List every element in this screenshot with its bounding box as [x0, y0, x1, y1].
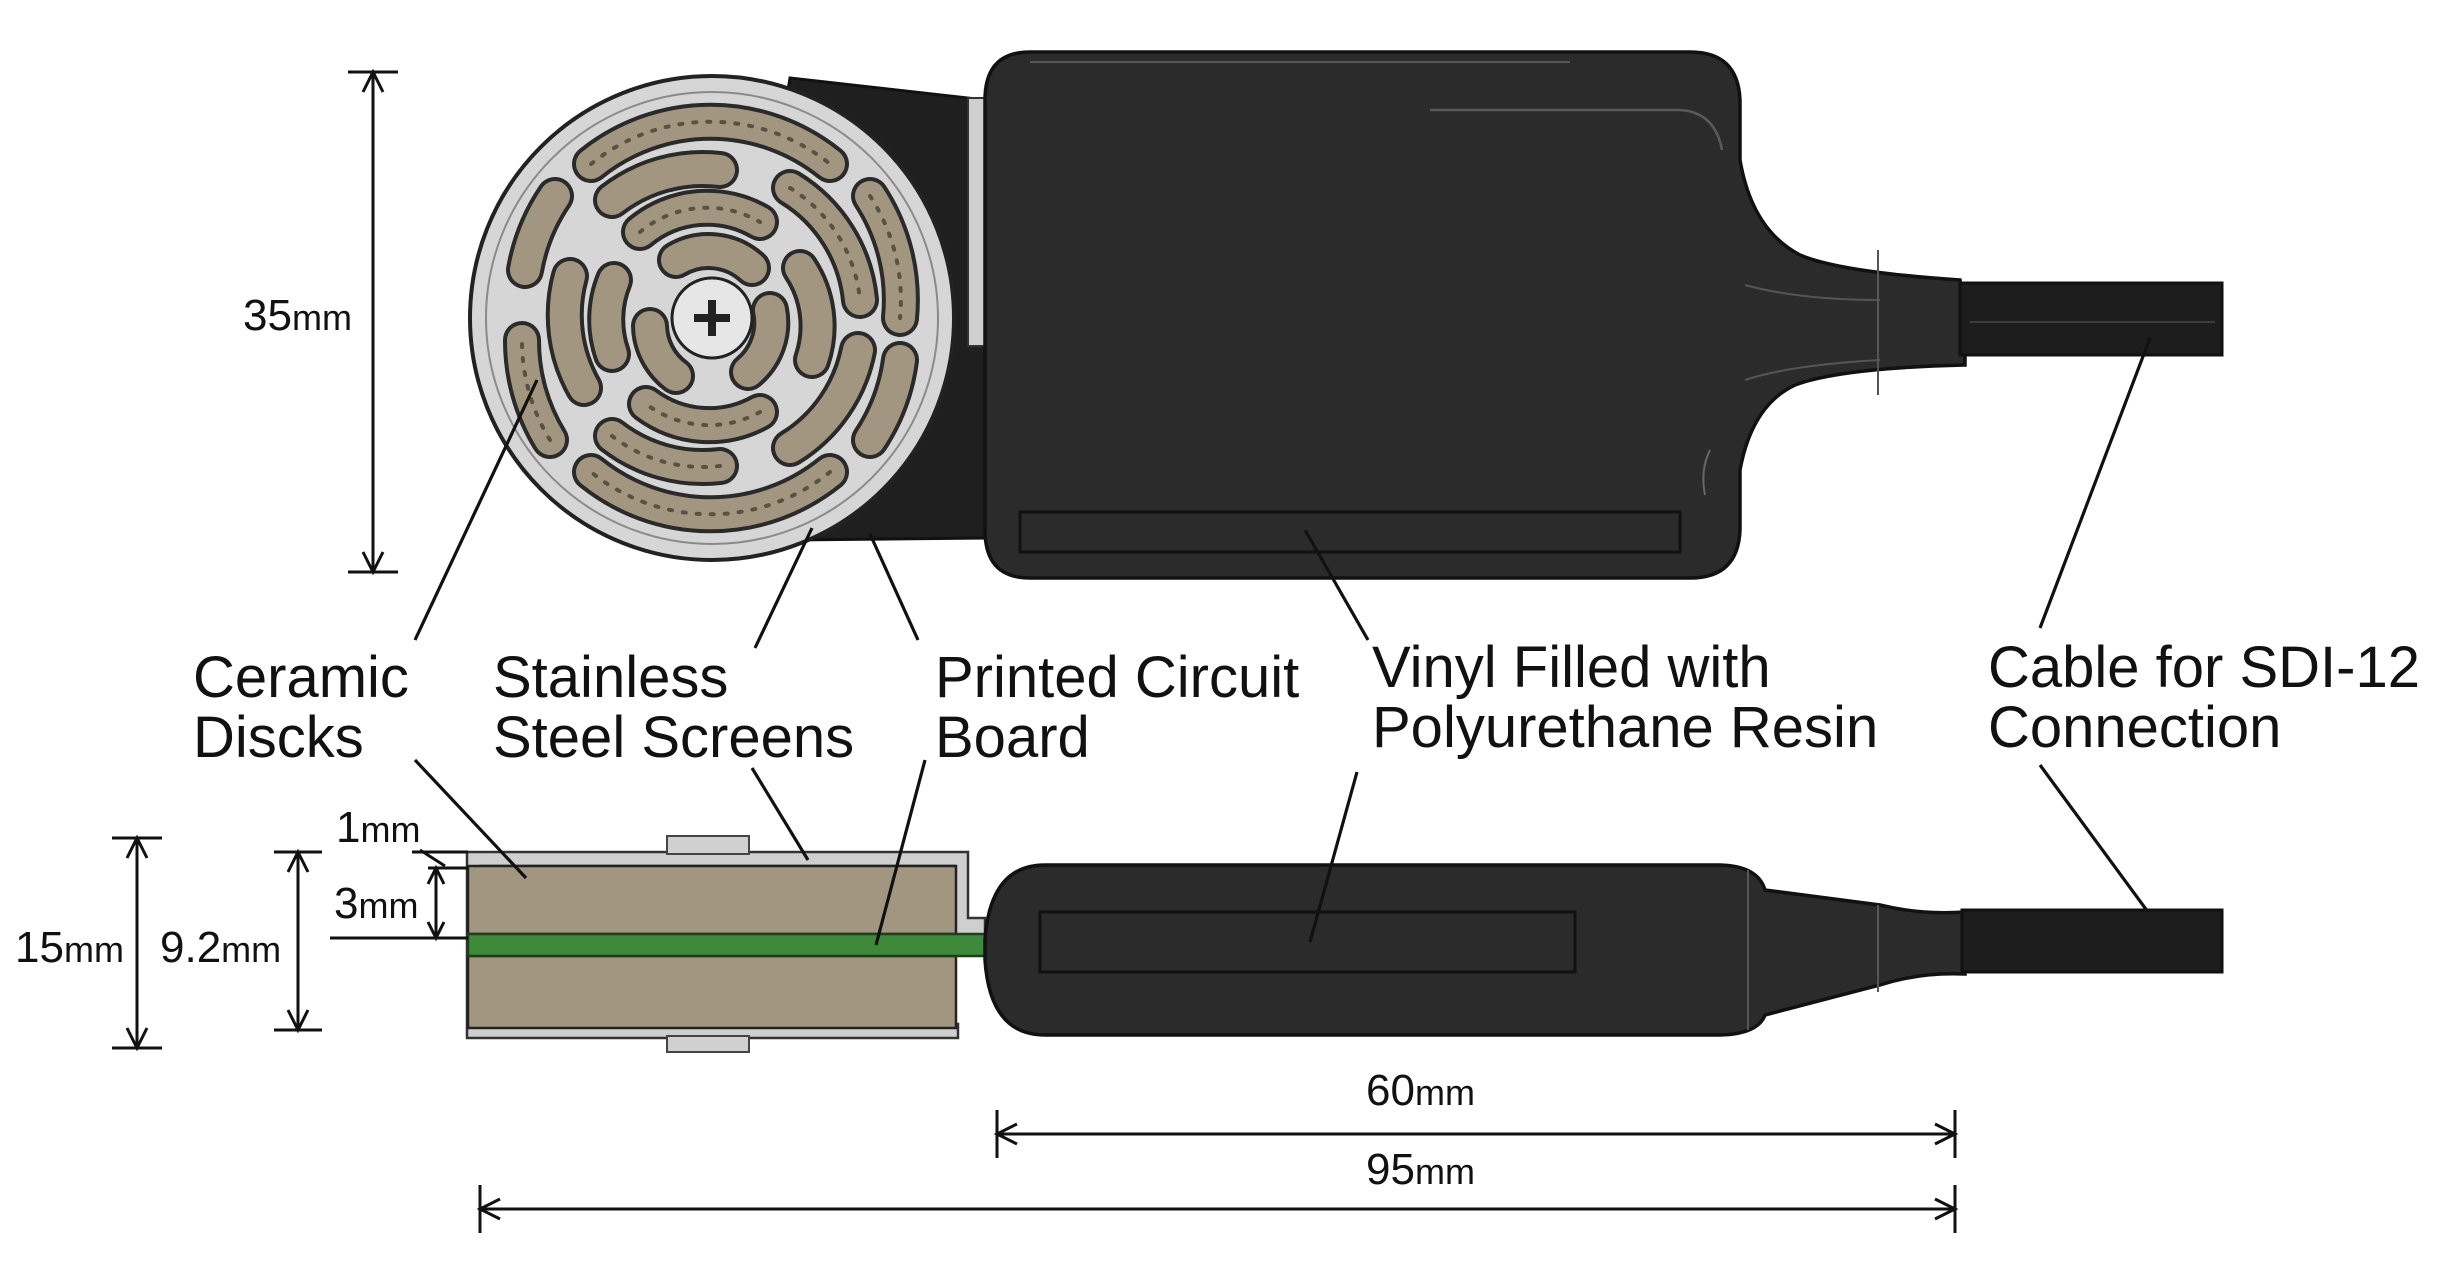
label-cable: Cable for SDI-12 Connection	[1988, 635, 2436, 760]
dim-3-value: 3mm	[334, 879, 418, 928]
side-pcb	[466, 932, 990, 958]
side-top-clip	[666, 835, 750, 855]
label-vinyl: Vinyl Filled with Polyurethane Resin	[1372, 635, 1878, 760]
top-body-highlight-3	[1744, 284, 1881, 301]
side-view	[465, 835, 2224, 1053]
dim-15-value: 15mm	[15, 923, 124, 972]
center-screw-icon	[670, 276, 754, 360]
label-stainless-screens: Stainless Steel Screens	[493, 645, 854, 770]
top-body-highlight-5	[1702, 449, 1711, 496]
leader-lines	[413, 337, 2152, 946]
dim-3mm: 3mm	[330, 864, 468, 942]
dim-35-value: 35mm	[243, 291, 352, 340]
labels: Ceramic Discks Stainless Steel Screens P…	[193, 635, 2436, 770]
leader-pcb-top	[868, 533, 920, 641]
leader-cable-side	[2038, 764, 2150, 913]
dim-95-value: 95mm	[1366, 1145, 1475, 1194]
label-pcb: Printed Circuit Board	[935, 645, 1315, 770]
side-body-inner-rect	[1038, 910, 1577, 974]
dim-9-2mm: 9.2mm	[160, 848, 322, 1034]
label-ceramic-discs: Ceramic Discks	[193, 645, 425, 770]
leader-steel-top	[753, 527, 814, 649]
leader-cable-top	[2038, 337, 2152, 629]
leader-ceramic-top	[413, 379, 539, 641]
leader-vinyl-top	[1303, 529, 1370, 641]
dim-35mm: 35mm	[243, 68, 398, 576]
leader-pcb-side	[874, 759, 927, 946]
top-body-inner-rect	[1018, 510, 1682, 554]
leader-steel-side	[750, 767, 810, 861]
side-ceramic-bottom	[466, 954, 958, 1030]
top-vinyl-body	[983, 50, 1967, 580]
side-ceramic-top	[466, 864, 958, 936]
side-bottom-clip	[666, 1035, 750, 1053]
ceramic-slots	[502, 102, 920, 534]
dim-15mm: 15mm	[15, 834, 162, 1052]
leader-vinyl-side	[1308, 771, 1359, 943]
dim-60mm: 60mm	[993, 1066, 1959, 1158]
side-vinyl-body	[983, 863, 1967, 1037]
top-cable	[1958, 281, 2224, 357]
side-cable	[1960, 908, 2224, 974]
dim-95mm: 95mm	[476, 1145, 1959, 1233]
dim-1mm: 1mm	[336, 803, 468, 868]
dimensions: 35mm 15mm 9.2mm 1mm	[15, 68, 1959, 1233]
top-view	[468, 50, 2224, 580]
dim-9-2-value: 9.2mm	[160, 923, 281, 972]
top-body-highlight-2	[1430, 108, 1724, 151]
top-steel-screen-inner	[485, 91, 939, 545]
top-body-highlight-4	[1744, 359, 1881, 381]
leader-ceramic-side	[413, 758, 528, 880]
dim-1-value: 1mm	[336, 803, 420, 852]
dim-60-value: 60mm	[1366, 1066, 1475, 1115]
